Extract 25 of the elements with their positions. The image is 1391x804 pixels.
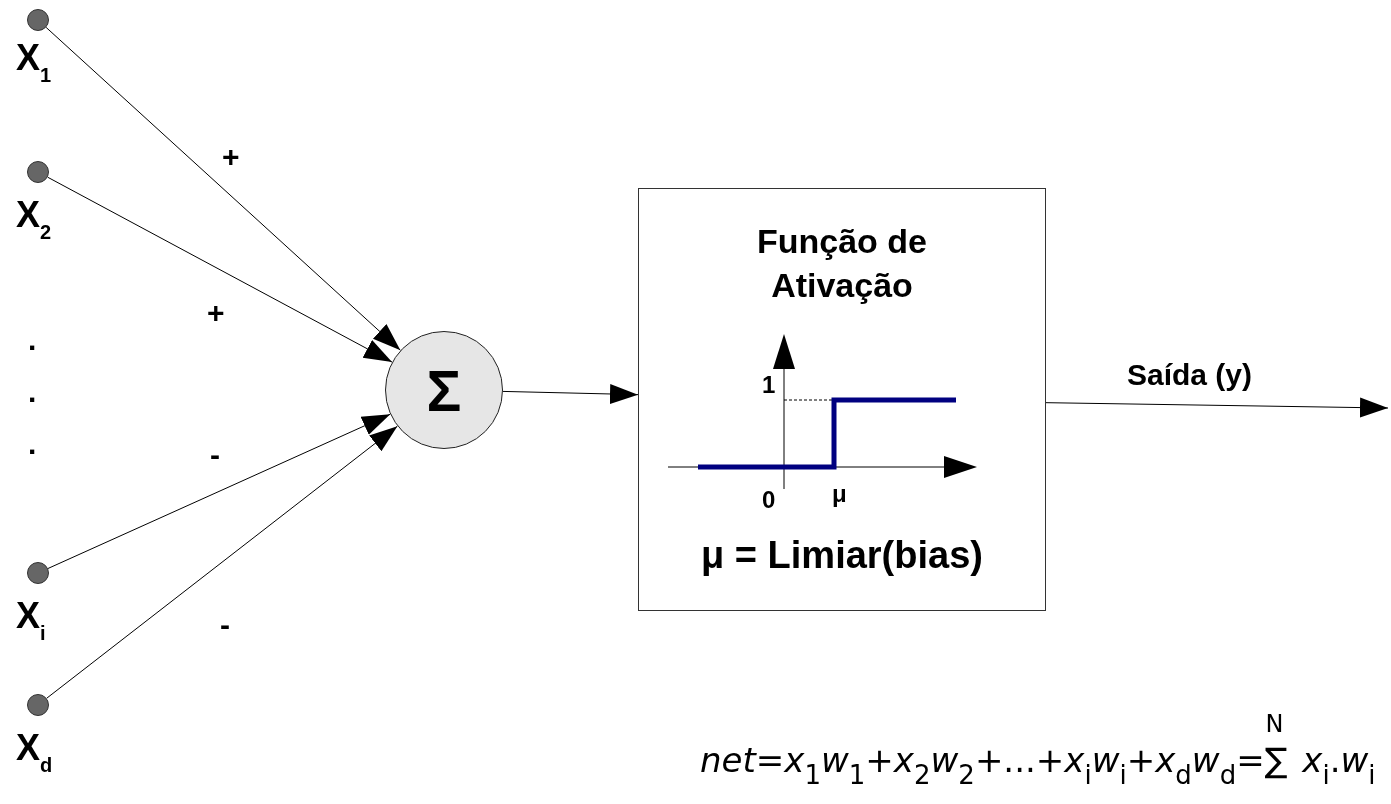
axis-label: 1 <box>762 373 776 397</box>
input-node <box>27 161 49 183</box>
axis-label: 0 <box>762 488 776 512</box>
input-node <box>27 9 49 31</box>
input-label: X$_{d}$ <box>16 730 53 775</box>
input-node <box>27 694 49 716</box>
box-title: Função de Ativação <box>756 221 928 307</box>
arrow <box>45 26 401 351</box>
input-node <box>27 562 49 584</box>
output-label: Saída (y) <box>1127 360 1253 390</box>
arrow <box>1045 397 1389 418</box>
axis-label: μ <box>832 482 847 506</box>
arrow <box>46 425 398 699</box>
arrow <box>502 383 639 404</box>
arrow <box>47 176 393 363</box>
input-label: X$_{1}$ <box>16 40 52 85</box>
bias-caption: μ = Limiar(bias) <box>700 534 984 577</box>
arrow <box>47 413 391 569</box>
input-label: X$_{2}$ <box>16 197 52 242</box>
activation-box <box>638 188 1046 611</box>
ellipsis-dot: . <box>28 325 37 355</box>
input-label: X$_{i}$ <box>16 598 46 643</box>
summation-node: Σ <box>385 331 503 449</box>
ellipsis-dot: . <box>28 429 37 459</box>
ellipsis-dot: . <box>28 377 37 407</box>
